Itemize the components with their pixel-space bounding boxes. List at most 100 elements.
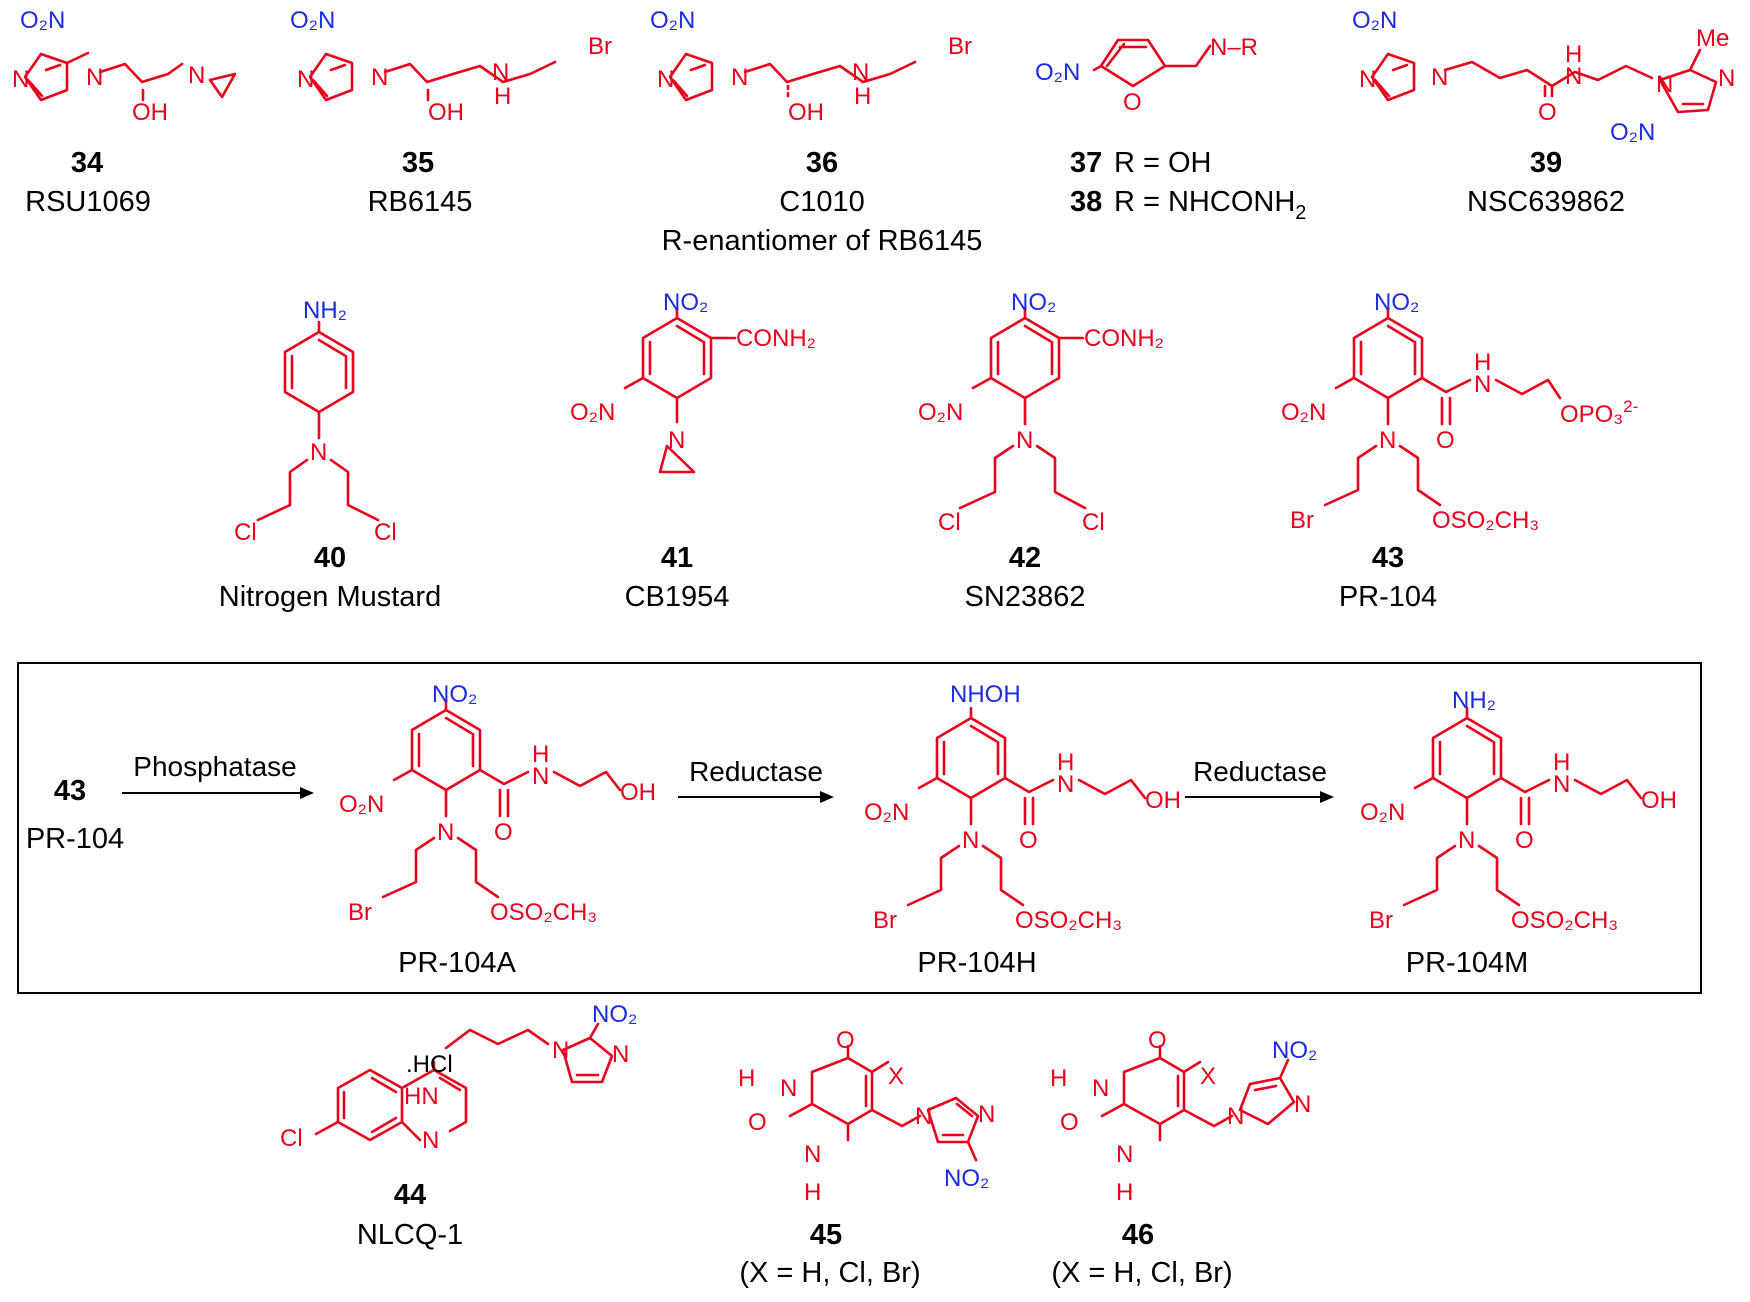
step-label: Reductase <box>1193 756 1327 787</box>
compound-number: 43 <box>1372 542 1404 574</box>
atom-oh: OH <box>788 99 824 126</box>
atom-o: O <box>1515 827 1534 854</box>
reaction-arrow-2: Reductase <box>678 756 834 803</box>
atom-n: N <box>1656 71 1673 98</box>
atom-n-r: N–R <box>1210 34 1258 61</box>
atom-h: H <box>1474 349 1491 376</box>
structure-44: .HCl HN Cl N N N NO₂ 44 NLCQ-1 <box>280 1001 637 1251</box>
compound-name: C1010 <box>779 186 864 218</box>
structure-34: O₂N N N OH N 34 RSU1069 <box>12 7 237 218</box>
compound-name: Nitrogen Mustard <box>219 581 441 613</box>
atom-o: O <box>1436 427 1455 454</box>
atom-oso2ch3: OSO₂CH₃ <box>490 899 597 926</box>
atom-no2: NO₂ <box>944 1165 989 1192</box>
atom-n: N <box>1379 427 1396 454</box>
atom-oso2ch3: OSO₂CH₃ <box>1015 907 1122 934</box>
atom-n: N <box>804 1141 821 1168</box>
structure-37-38: O₂N O N–R 37 R = OH 38 R = NHCONH2 <box>1035 34 1306 224</box>
step-label: Phosphatase <box>133 751 296 782</box>
atom-o2n: O₂N <box>1352 7 1397 34</box>
atom-n: N <box>1116 1141 1133 1168</box>
reaction-arrow-1: Phosphatase <box>122 751 314 799</box>
atom-no2: NO₂ <box>592 1001 637 1028</box>
atom-o: O <box>494 819 513 846</box>
compound-number: 42 <box>1009 542 1041 574</box>
atom-conh2: CONH₂ <box>1084 325 1164 352</box>
atom-n: N <box>962 827 979 854</box>
structure-pr-104a: NO₂ H N O OH O₂N N Br OSO₂CH₃ PR-104A <box>339 681 656 979</box>
atom-o2n: O₂N <box>20 7 65 34</box>
reaction-arrow-3: Reductase <box>1185 756 1334 803</box>
atom-n: N <box>1565 63 1582 90</box>
atom-o: O <box>748 1109 767 1136</box>
atom-h: H <box>494 83 511 110</box>
atom-h: H <box>1553 749 1570 776</box>
atom-o2n: O₂N <box>570 399 615 426</box>
compound-number: 45 <box>810 1219 842 1251</box>
atom-n: N <box>188 62 205 89</box>
atom-h: H <box>804 1179 821 1206</box>
atom-nh2: NH₂ <box>303 297 347 324</box>
atom-n: N <box>1431 64 1448 91</box>
compound-name: CB1954 <box>625 581 730 613</box>
atom-o2n: O₂N <box>1281 399 1326 426</box>
atom-o: O <box>1538 99 1557 126</box>
atom-n: N <box>1016 427 1033 454</box>
structure-42: NO₂ CONH₂ O₂N N Cl Cl 42 SN23862 <box>918 289 1164 613</box>
structure-36: O₂N N N OH N H Br 36 C1010 R-enantiomer … <box>650 7 982 257</box>
compound-number: 46 <box>1122 1219 1154 1251</box>
compound-number: 36 <box>806 147 838 179</box>
atom-n: N <box>552 1037 569 1064</box>
atom-h: H <box>1565 41 1582 68</box>
compound-r: R = NHCONH2 <box>1114 186 1306 224</box>
atom-o: O <box>1019 827 1038 854</box>
compound-number: 40 <box>314 542 346 574</box>
atom-nhoh: NHOH <box>950 681 1021 708</box>
compound-name: PR-104 <box>1339 581 1437 613</box>
atom-oh: OH <box>620 779 656 806</box>
atom-n: N <box>1227 1103 1244 1130</box>
atom-no2: NO₂ <box>1011 289 1056 316</box>
atom-n: N <box>1553 771 1570 798</box>
structure-46: H N O N H O X N N NO₂ 46 (X = H, Cl, Br) <box>1050 1027 1317 1289</box>
structure-41: NO₂ CONH₂ O₂N N 41 CB1954 <box>570 289 816 613</box>
atom-me: Me <box>1696 25 1729 52</box>
product-name: PR-104A <box>398 947 516 979</box>
atom-n: N <box>978 1101 995 1128</box>
atom-n: N <box>371 64 388 91</box>
atom-oh: OH <box>1641 787 1677 814</box>
compound-name: NLCQ-1 <box>357 1219 463 1251</box>
atom-br: Br <box>873 907 897 934</box>
atom-n: N <box>731 64 748 91</box>
atom-o2n: O₂N <box>1035 59 1080 86</box>
atom-cl: Cl <box>280 1125 303 1152</box>
atom-n: N <box>852 59 869 86</box>
compound-name: RB6145 <box>368 186 473 218</box>
atom-cl: Cl <box>374 519 397 546</box>
structure-pr-104m: NH₂ H N O OH O₂N N Br OSO₂CH₃ PR-104M <box>1360 687 1677 979</box>
atom-n: N <box>437 819 454 846</box>
atom-cl: Cl <box>234 519 257 546</box>
structure-35: O₂N N N OH N H Br 35 RB6145 <box>290 7 612 218</box>
atom-n: N <box>310 439 327 466</box>
atom-no2: NO₂ <box>432 681 477 708</box>
atom-oso2ch3: OSO₂CH₃ <box>1511 907 1618 934</box>
atom-h: H <box>1057 749 1074 776</box>
compound-number: 39 <box>1530 147 1562 179</box>
step-label: Reductase <box>689 756 823 787</box>
atom-o2n: O₂N <box>339 791 384 818</box>
compound-number: 37 <box>1070 147 1102 179</box>
atom-x: X <box>1200 1063 1216 1090</box>
atom-n: N <box>780 1075 797 1102</box>
atom-n: N <box>1092 1075 1109 1102</box>
structure-pr-104h: NHOH H N O OH O₂N N Br OSO₂CH₃ PR-104H <box>864 681 1181 979</box>
atom-br: Br <box>1369 907 1393 934</box>
atom-n: N <box>12 66 29 93</box>
atom-h: H <box>1116 1179 1133 1206</box>
atom-opo3: OPO₃2- <box>1560 397 1638 428</box>
structure-43: NO₂ H N O OPO₃2- O₂N N Br OSO₂CH₃ 43 PR-… <box>1281 289 1638 613</box>
atom-conh2: CONH₂ <box>736 325 816 352</box>
atom-o: O <box>1148 1027 1167 1054</box>
compound-note: R-enantiomer of RB6145 <box>662 225 983 257</box>
atom-n: N <box>532 763 549 790</box>
